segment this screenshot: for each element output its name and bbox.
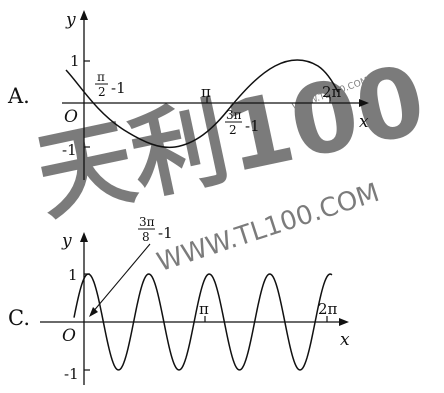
graph-c-fraction-1-num: 3π <box>139 215 155 229</box>
graph-c-origin: O <box>62 326 76 346</box>
graph-c-2pi-label: 2π <box>318 300 338 318</box>
graph-a-fraction-1-tail: -1 <box>111 79 126 97</box>
graph-a-y-tick-pos-label: 1 <box>70 52 80 70</box>
graph-a: A. y x O 1 -1 π 2π π 2 -1 3π 2 -1 <box>7 10 369 180</box>
graph-a-fraction-1-den: 2 <box>98 85 106 99</box>
graph-c-y-label: y <box>61 231 72 251</box>
graph-a-y-label: y <box>65 10 76 30</box>
graph-c-x-label: x <box>340 330 350 350</box>
graph-c-fraction-1-den: 8 <box>142 230 150 244</box>
graph-c-y-tick-neg-label: -1 <box>64 365 79 383</box>
graph-a-fraction-2-tail: -1 <box>245 117 260 135</box>
graph-a-pi-label: π <box>201 83 211 101</box>
graph-c: C. y x O 1 -1 π 2π 3π 8 -1 <box>8 215 350 385</box>
graph-c-curve <box>73 273 333 371</box>
graph-a-y-tick-neg-label: -1 <box>62 141 77 159</box>
watermark: 天利100 WWW.TL100.COM WWW.TL100.COM <box>27 43 434 278</box>
graph-a-fraction-1-num: π <box>97 70 105 84</box>
graph-a-fraction-2: 3π 2 -1 <box>225 108 260 137</box>
graph-c-y-tick-pos-label: 1 <box>68 266 78 284</box>
graph-c-pointer-line <box>91 243 151 314</box>
graph-a-x-label: x <box>359 112 369 132</box>
graph-a-x-arrow <box>359 99 369 107</box>
graph-a-2pi-label: 2π <box>322 83 342 101</box>
graph-c-letter: C. <box>8 306 30 330</box>
graph-a-curve <box>65 59 339 149</box>
graph-a-fraction-2-den: 2 <box>229 123 237 137</box>
graph-a-letter: A. <box>7 84 30 108</box>
graph-a-origin: O <box>64 107 78 127</box>
graph-a-fraction-2-num: 3π <box>226 108 242 122</box>
graph-a-y-arrow <box>80 10 88 20</box>
graph-a-fraction-1: π 2 -1 <box>95 70 126 99</box>
graph-c-fraction-1-tail: -1 <box>158 224 173 242</box>
graph-c-fraction-1: 3π 8 -1 <box>138 215 173 244</box>
graph-c-x-arrow <box>339 318 349 326</box>
graph-c-pointer-arrowhead <box>89 307 98 317</box>
graph-c-y-arrow <box>80 232 88 242</box>
graph-c-pi-label: π <box>199 300 209 318</box>
